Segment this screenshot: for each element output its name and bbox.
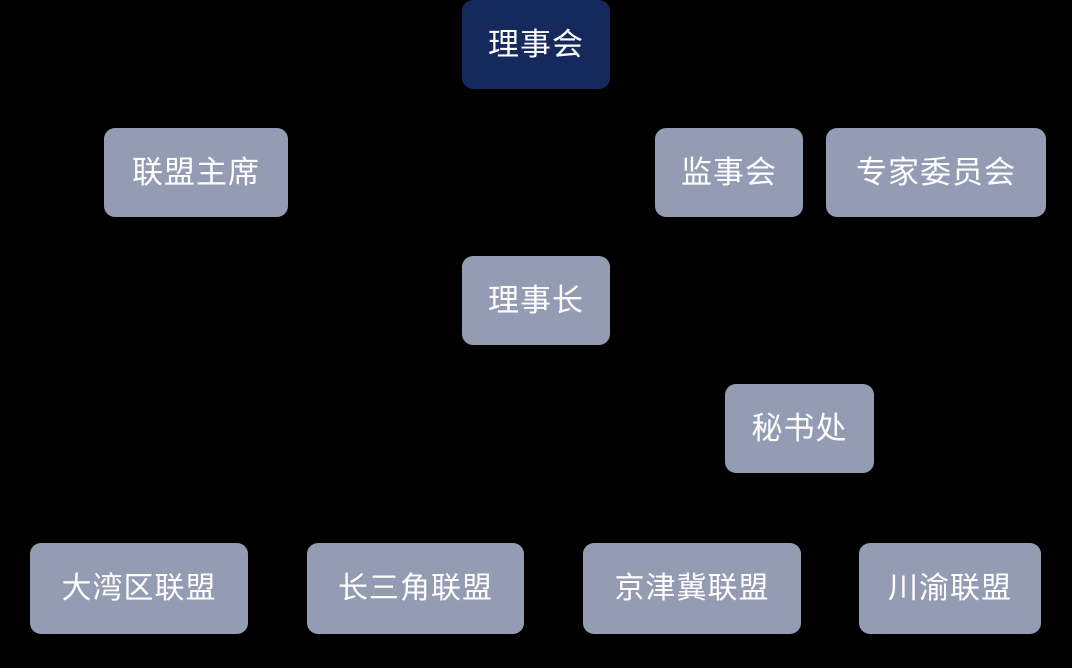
org-node-beijing-tianjin-hebei-alliance[interactable]: 京津冀联盟 [583,543,801,634]
org-node-chuanyu-alliance[interactable]: 川渝联盟 [859,543,1041,634]
org-node-label: 理事长 [488,283,584,318]
org-node-board-of-directors[interactable]: 理事会 [462,0,610,89]
org-node-expert-committee[interactable]: 专家委员会 [826,128,1046,217]
org-node-yangtze-delta-alliance[interactable]: 长三角联盟 [307,543,524,634]
org-node-label: 理事会 [488,27,584,62]
org-node-secretariat[interactable]: 秘书处 [725,384,874,473]
org-node-label: 川渝联盟 [888,571,1012,605]
org-node-board-chairman[interactable]: 理事长 [462,256,610,345]
org-node-label: 大湾区联盟 [61,571,217,605]
org-node-label: 联盟主席 [132,155,260,190]
org-node-label: 秘书处 [751,411,848,446]
org-node-label: 京津冀联盟 [614,571,770,605]
org-node-greater-bay-area-alliance[interactable]: 大湾区联盟 [30,543,248,634]
org-node-label: 监事会 [681,155,777,190]
org-node-label: 专家委员会 [856,155,1016,190]
org-node-label: 长三角联盟 [338,571,493,605]
org-node-alliance-president[interactable]: 联盟主席 [104,128,288,217]
org-node-board-of-supervisors[interactable]: 监事会 [655,128,803,217]
